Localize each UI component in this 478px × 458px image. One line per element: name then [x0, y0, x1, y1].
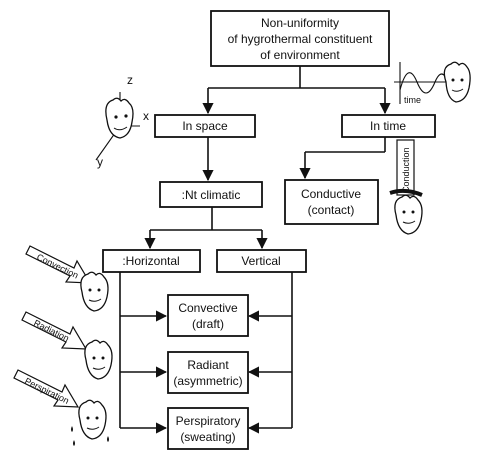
axis-x-label: x — [143, 109, 149, 123]
node-radiant: Radiant (asymmetric) — [167, 351, 249, 394]
node-perspiratory: Perspiratory (sweating) — [167, 407, 249, 450]
time-axis-label: time — [404, 95, 421, 105]
perspiratory-line-2: (sweating) — [180, 430, 235, 444]
time-illustration: time — [394, 61, 471, 105]
convection-arrow-icon — [25, 245, 92, 284]
conductive-line-2: (contact) — [308, 203, 355, 217]
top-line-2: of hygrothermal constituent — [228, 32, 373, 46]
nt-climatic-label: :Nt climatic — [182, 188, 241, 202]
node-convective: Convective (draft) — [167, 294, 249, 337]
convective-line-1: Convective — [178, 301, 238, 315]
perspiration-illustration: Perspiration — [13, 369, 109, 446]
conductive-line-1: Conductive — [301, 187, 361, 201]
in-space-label: In space — [182, 119, 228, 133]
face-icon — [394, 194, 423, 235]
radiation-arrow-icon — [21, 311, 88, 350]
radiation-label: Radiation — [32, 318, 71, 344]
radiant-line-1: Radiant — [187, 358, 229, 372]
convective-line-2: (draft) — [192, 317, 224, 331]
connectors — [119, 66, 391, 434]
node-vertical: Vertical — [216, 249, 307, 273]
conduction-illustration: Conduction — [389, 139, 423, 235]
node-horizontal: :Horizontal — [102, 249, 201, 273]
convection-illustration: Convection — [25, 245, 109, 312]
face-icon — [78, 399, 107, 440]
node-in-space: In space — [154, 114, 256, 138]
top-line-1: Non-uniformity — [261, 16, 339, 30]
face-icon — [443, 61, 471, 103]
axis-y-label: y — [97, 155, 103, 169]
node-conductive: Conductive (contact) — [284, 179, 379, 225]
node-top: Non-uniformity of hygrothermal constitue… — [210, 10, 390, 67]
face-icon — [84, 339, 113, 380]
axis-z-label: z — [127, 73, 133, 87]
face-icon — [105, 97, 134, 139]
face-icon — [80, 271, 109, 312]
convection-label: Convection — [35, 252, 80, 281]
node-in-time: In time — [341, 114, 436, 138]
perspiratory-line-1: Perspiratory — [176, 414, 241, 428]
node-nt-climatic: :Nt climatic — [159, 181, 263, 208]
radiant-line-2: (asymmetric) — [173, 374, 242, 388]
perspiration-arrow-icon — [13, 369, 80, 408]
axes-illustration: z x y — [95, 73, 149, 169]
top-line-3: of environment — [260, 48, 340, 62]
sweat-drops-icon — [71, 426, 109, 446]
horizontal-label: :Horizontal — [122, 254, 179, 268]
in-time-label: In time — [370, 119, 406, 133]
conduction-label: Conduction — [401, 147, 411, 193]
vertical-label: Vertical — [241, 254, 280, 268]
radiation-illustration: Radiation — [21, 311, 113, 380]
